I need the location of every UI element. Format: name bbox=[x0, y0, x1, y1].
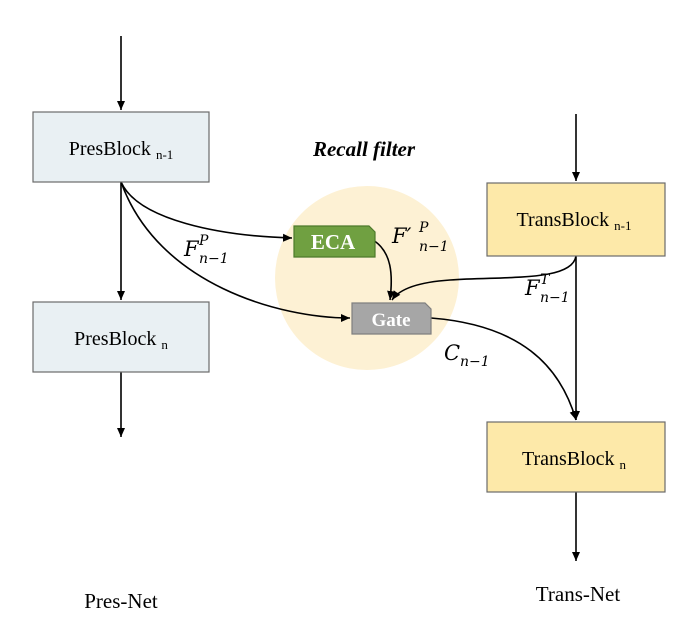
trans-net-label: Trans-Net bbox=[536, 582, 621, 606]
c-symbol: C n−1 bbox=[444, 341, 490, 370]
recall-filter-region bbox=[275, 186, 459, 370]
svg-text:n−1: n−1 bbox=[199, 251, 229, 267]
f-pres-prime-symbol: F′ P n−1 bbox=[391, 220, 449, 255]
pres-to-eca-arrow bbox=[120, 181, 293, 242]
svg-text:F: F bbox=[183, 237, 200, 261]
eca-to-gate-arrow bbox=[372, 239, 396, 301]
f-trans-symbol: F T n−1 bbox=[524, 272, 570, 306]
trans-to-gate-arrow bbox=[391, 255, 577, 301]
svg-text:C: C bbox=[444, 341, 460, 365]
svg-text:T: T bbox=[540, 272, 551, 288]
eca-block bbox=[293, 225, 376, 258]
recall-filter-title: Recall filter bbox=[312, 137, 416, 161]
gate-label: Gate bbox=[371, 310, 410, 331]
svg-text:P: P bbox=[198, 233, 209, 249]
svg-text:n−1: n−1 bbox=[540, 290, 570, 306]
pres-block-prev bbox=[32, 111, 210, 183]
svg-text:n−1: n−1 bbox=[419, 239, 449, 255]
svg-text:F: F bbox=[524, 276, 541, 300]
pres-block-cur bbox=[32, 301, 210, 373]
gate-block bbox=[351, 302, 432, 335]
trans-block-cur bbox=[486, 421, 666, 493]
f-pres-symbol: F P n−1 bbox=[183, 233, 229, 267]
pres-net-label: Pres-Net bbox=[84, 589, 158, 613]
trans-block-prev bbox=[486, 182, 666, 257]
gate-to-trans-arrow bbox=[430, 317, 578, 421]
eca-label: ECA bbox=[311, 230, 356, 254]
pres-to-gate-arrow bbox=[120, 181, 351, 322]
svg-text:P: P bbox=[418, 220, 429, 236]
svg-text:F′: F′ bbox=[391, 224, 412, 248]
svg-text:n−1: n−1 bbox=[460, 354, 490, 370]
